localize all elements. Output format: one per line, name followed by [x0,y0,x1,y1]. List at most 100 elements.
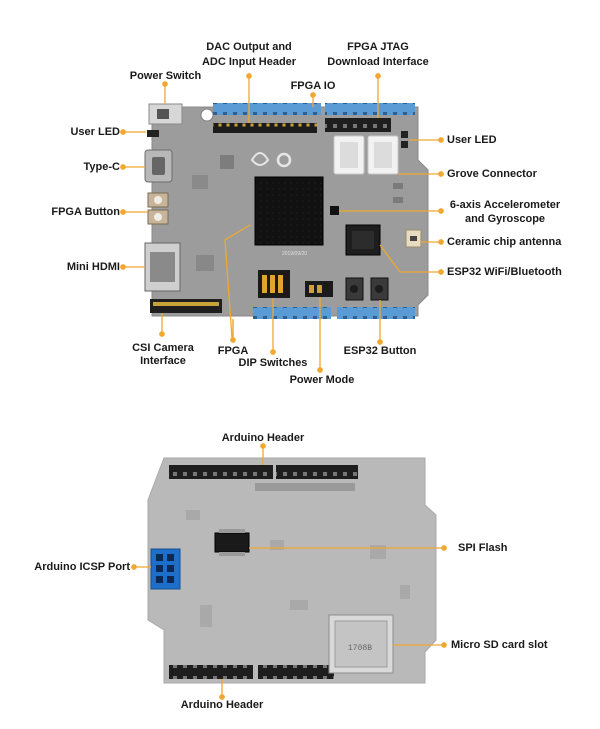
icsp-pin [167,554,174,561]
callout-dot [260,443,266,449]
component [370,545,386,559]
icsp-pin [156,576,163,583]
label-type-c: Type-C [83,161,120,173]
callout-dot [120,129,126,135]
callout-dot [438,208,444,214]
user-led-left [147,130,159,137]
callout-dot [162,81,168,87]
fpga-chip [254,176,324,246]
mini-hdmi-opening [150,252,175,282]
esp32-button-1-cap [350,285,358,293]
label-grove: Grove Connector [447,168,537,180]
callout-dot [377,339,383,345]
callout-dot [270,349,276,355]
callout-dot [246,73,252,79]
logo-icon [250,152,270,166]
dip-switch-3 [278,275,283,293]
callout-dot [120,264,126,270]
dip-switch-2 [270,275,275,293]
imu-chip [330,206,339,215]
bottom-board: 1708B [147,457,437,684]
grove-connector-2-socket [374,142,392,168]
icsp-pin [156,554,163,561]
label-esp32-button: ESP32 Button [343,345,417,357]
type-c-opening [152,157,165,175]
sd-silk-text: 1708B [348,644,372,653]
callout-esp32 [379,244,441,273]
label-jtag-line2: Download Interface [327,56,429,68]
label-power-switch: Power Switch [129,70,202,82]
label-csi-camera-line2: Interface [140,355,186,367]
label-dac-line1: DAC Output and [206,41,292,53]
label-icsp: Arduino ICSP Port [34,561,130,573]
jtag-header [325,118,391,132]
label-imu-line1: 6-axis Accelerometer [449,199,561,211]
top-header-lower-right [337,307,415,319]
label-spi-flash: SPI Flash [458,542,508,554]
callout-dot [438,137,444,143]
top-board: 2019/09/20 [144,103,429,319]
fpga-button-2-cap [154,213,162,221]
mounting-hole [200,108,214,122]
power-mode-pin-2 [317,285,322,293]
grove-connector-1-socket [340,142,358,168]
label-jtag-line1: FPGA JTAG [347,41,409,53]
component [400,585,410,599]
user-led-right-1 [401,131,408,138]
label-arduino-header-top: Arduino Header [221,432,305,444]
bottom-arduino-header-top-1 [169,465,273,479]
bottom-pin-row [255,483,355,491]
top-header-upper-left [213,103,321,115]
callout-dot [438,239,444,245]
callout-dot [120,164,126,170]
component [220,155,234,169]
callout-dot [230,337,236,343]
callout-lines [120,73,447,700]
callout-dot [441,642,447,648]
component [270,540,284,550]
power-mode-pin-1 [309,285,314,293]
gear-icon [276,152,292,168]
label-power-mode: Power Mode [289,374,355,386]
ceramic-antenna-pad [410,236,417,241]
component [393,197,403,203]
component [186,510,200,520]
icsp-port [150,548,181,590]
esp32-chip-top [352,231,374,249]
label-esp32: ESP32 WiFi/Bluetooth [447,266,562,278]
label-csi-camera-line1: CSI Camera [132,342,194,354]
bottom-arduino-header-bottom-2 [258,665,334,679]
callout-dot [441,545,447,551]
component [393,183,403,189]
label-fpga: FPGA [217,345,249,357]
callout-dot [310,92,316,98]
label-fpga-io: FPGA IO [290,80,336,92]
fpga-button-1-cap [154,196,162,204]
label-dip-switches: DIP Switches [238,357,308,369]
callout-dot [159,331,165,337]
component [192,175,208,189]
top-header-upper-right [325,103,415,115]
dip-switch-1 [262,275,267,293]
label-user-led-right: User LED [447,134,497,146]
top-header-lower-left [253,307,331,319]
top-silk-date: 2019/09/20 [282,251,307,257]
component [290,600,308,610]
component [200,605,212,627]
callout-dot [375,73,381,79]
callout-dot [120,209,126,215]
label-antenna: Ceramic chip antenna [447,236,562,248]
user-led-right-2 [401,141,408,148]
label-imu-line2: and Gyroscope [464,213,546,225]
icsp-pin [156,565,163,572]
bottom-arduino-header-top-2 [276,465,358,479]
spi-flash-pins-bottom [219,552,245,556]
label-arduino-header-bottom: Arduino Header [180,699,264,711]
label-mini-hdmi: Mini HDMI [66,261,120,273]
callout-dot [317,367,323,373]
icsp-pin [167,576,174,583]
bottom-arduino-header-bottom-1 [169,665,253,679]
label-fpga-button: FPGA Button [51,206,120,218]
label-user-led-left: User LED [70,126,120,138]
